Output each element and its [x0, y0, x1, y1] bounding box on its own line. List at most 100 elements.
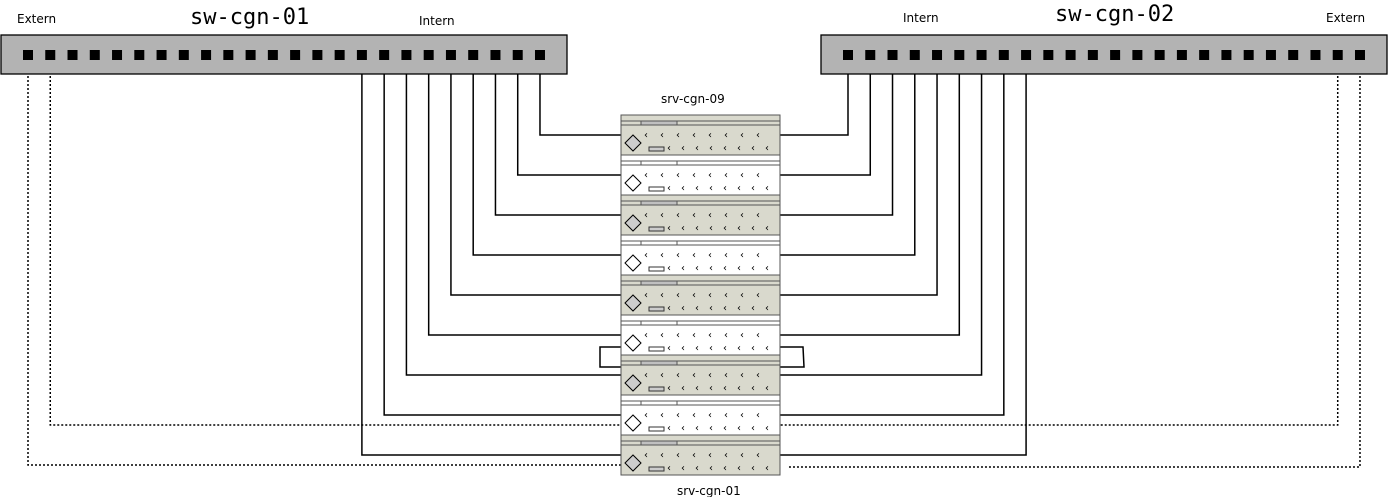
- cable-sw2-to-server: [780, 60, 916, 256]
- server-power-icon: [624, 174, 642, 192]
- switch-2-port: [1065, 50, 1076, 60]
- server-vent-icon: ‹: [756, 450, 760, 461]
- server-front-panel: [620, 404, 781, 436]
- switch-1-port: [334, 50, 345, 60]
- server-vent-icon: ‹: [660, 370, 664, 381]
- server-vent-icon: ‹: [724, 370, 728, 381]
- switch-1-port: [89, 50, 100, 60]
- server-vent-icon: ‹: [709, 183, 713, 194]
- cable-sw1-to-server: [472, 60, 621, 256]
- cable-sw1-to-server: [450, 60, 621, 296]
- server-vent-icon: ‹: [751, 463, 755, 474]
- server-vent-icon: ‹: [756, 290, 760, 301]
- switch-1-port: [245, 50, 256, 60]
- server-vent-icon: ‹: [709, 143, 713, 154]
- cable-sw2-to-server: [780, 60, 1005, 416]
- server-vent-icon: ‹: [692, 210, 696, 221]
- switches: [0, 34, 1388, 75]
- switch-1-port: [445, 50, 456, 60]
- server-vent-icon: ‹: [709, 463, 713, 474]
- server-vent-icon: ‹: [667, 463, 671, 474]
- cable-sw1-to-server: [539, 60, 621, 136]
- server-vent-icon: ‹: [695, 343, 699, 354]
- switch-2-port: [909, 50, 920, 60]
- cables: [27, 60, 1361, 468]
- switch-1-port: [423, 50, 434, 60]
- switch2-name: sw-cgn-02: [1055, 2, 1174, 27]
- server-vent-icon: ‹: [724, 250, 728, 261]
- server-vent-icon: ‹: [681, 263, 685, 274]
- cable-sw1-to-server: [494, 60, 621, 216]
- server-vent-icon: ‹: [740, 170, 744, 181]
- server-vent-icon: ‹: [676, 210, 680, 221]
- server-vent-icon: ‹: [660, 130, 664, 141]
- server-vent-icon: ‹: [692, 170, 696, 181]
- server-vent-icon: ‹: [667, 423, 671, 434]
- switch2-intern-label: Intern: [903, 11, 939, 25]
- switch-1-port: [379, 50, 390, 60]
- server-vent-icon: ‹: [676, 290, 680, 301]
- switch-2-port: [1199, 50, 1210, 60]
- server-vent-icon: ‹: [644, 330, 648, 341]
- server-vent-icon: ‹: [676, 450, 680, 461]
- server-vent-icon: ‹: [667, 143, 671, 154]
- server-vent-icon: ‹: [660, 290, 664, 301]
- server-vent-icon: ‹: [708, 370, 712, 381]
- switch-2-port: [1243, 50, 1254, 60]
- rack-top-label: srv-cgn-09: [661, 92, 725, 106]
- switch1-name: sw-cgn-01: [190, 5, 309, 30]
- server-drive-slot: [648, 226, 665, 232]
- server-power-icon: [624, 214, 642, 232]
- server-vent-icon: ‹: [724, 170, 728, 181]
- switch-2-port: [1132, 50, 1143, 60]
- switch-1-port: [267, 50, 278, 60]
- server-drive-slot: [648, 426, 665, 432]
- switch1-intern-label: Intern: [419, 14, 455, 28]
- server-vent-icon: ‹: [740, 330, 744, 341]
- switch-2-port: [1265, 50, 1276, 60]
- server-vent-icon: ‹: [709, 223, 713, 234]
- cable-sw2-extern: [787, 60, 1361, 468]
- server-vent-icon: ‹: [681, 383, 685, 394]
- server-power-icon: [624, 414, 642, 432]
- switch-1-port: [223, 50, 234, 60]
- loop-cable-right: [780, 346, 805, 368]
- switch-2-port: [843, 50, 853, 60]
- server-vent-icon: ‹: [724, 210, 728, 221]
- server-vent-icon: ‹: [765, 423, 769, 434]
- switch-2-port: [887, 50, 898, 60]
- server-front-panel: [620, 364, 781, 396]
- switch-1-port: [468, 50, 479, 60]
- server-handle: [640, 360, 678, 366]
- server-vent-icon: ‹: [660, 330, 664, 341]
- server-power-icon: [624, 254, 642, 272]
- server-handle: [640, 440, 678, 446]
- server-vent-icon: ‹: [667, 223, 671, 234]
- server-power-icon: [624, 294, 642, 312]
- cable-sw1-to-server: [427, 60, 621, 336]
- server-vent-icon: ‹: [667, 183, 671, 194]
- cable-sw1-to-server: [405, 60, 621, 376]
- server-vent-icon: ‹: [709, 263, 713, 274]
- server-vent-icon: ‹: [765, 303, 769, 314]
- cable-sw2-to-server: [780, 60, 894, 216]
- server-vent-icon: ‹: [723, 383, 727, 394]
- server-vent-icon: ‹: [644, 250, 648, 261]
- switch-2-port: [976, 50, 987, 60]
- server-vent-icon: ‹: [740, 250, 744, 261]
- cable-sw1-extern: [49, 60, 621, 426]
- server-vent-icon: ‹: [644, 290, 648, 301]
- server-handle: [640, 400, 678, 406]
- switch-1-port: [178, 50, 189, 60]
- server-vent-icon: ‹: [737, 143, 741, 154]
- server-vent-icon: ‹: [667, 263, 671, 274]
- server-handle: [640, 240, 678, 246]
- switch-2-port: [1021, 50, 1032, 60]
- server-vent-icon: ‹: [692, 130, 696, 141]
- server-power-icon: [624, 134, 642, 152]
- server-unit: ‹‹‹‹‹‹‹‹‹‹‹‹‹‹‹‹: [620, 154, 781, 196]
- server-vent-icon: ‹: [660, 250, 664, 261]
- server-vent-icon: ‹: [723, 143, 727, 154]
- switch1-extern-label: Extern: [17, 12, 56, 26]
